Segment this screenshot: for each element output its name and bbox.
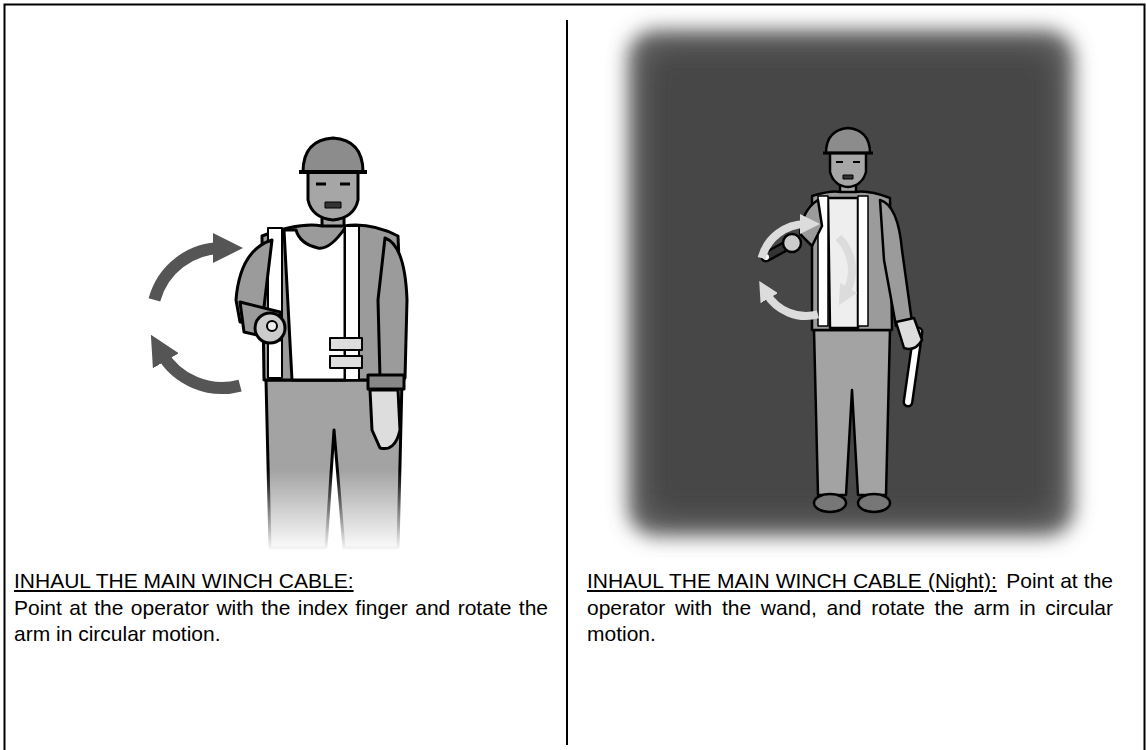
glove (896, 318, 922, 349)
shoe (814, 494, 846, 512)
arc-arrow (766, 293, 818, 316)
helmet-brim (823, 152, 873, 155)
arm (378, 238, 407, 378)
signal-caption: INHAUL THE MAIN WINCH CABLE: Point at the… (14, 568, 548, 652)
undershirt (828, 198, 858, 328)
glove (370, 390, 400, 449)
signal-heading: INHAUL THE MAIN WINCH CABLE (Night): (587, 569, 997, 592)
head (830, 152, 866, 187)
hand (783, 234, 801, 252)
vest-pocket (330, 356, 362, 368)
night-ground (628, 30, 1074, 536)
helmet (303, 138, 363, 172)
arm (880, 200, 912, 326)
vest-pocket (330, 338, 362, 350)
arc-arrow (154, 248, 222, 300)
fist (255, 313, 285, 343)
signal-person (236, 138, 407, 552)
arc-arrow (839, 238, 852, 294)
arc-arrow (762, 224, 806, 258)
signal-caption: INHAUL THE MAIN WINCH CABLE (Night):Poin… (587, 568, 1113, 652)
signal-person-night (763, 128, 922, 512)
eye (836, 161, 843, 163)
mouth (325, 202, 341, 208)
rotation-arrows (762, 224, 852, 316)
eye (340, 183, 350, 186)
column-divider (566, 20, 568, 745)
signal-description: Point at the operator with the index fin… (14, 595, 548, 648)
night-ground (650, 52, 1052, 514)
helmet-brim (299, 170, 367, 174)
head (308, 170, 358, 220)
eye (853, 161, 860, 163)
arc-arrow (161, 353, 240, 388)
helmet (826, 128, 870, 153)
fade (262, 470, 407, 552)
signal-heading: INHAUL THE MAIN WINCH CABLE: (14, 569, 354, 592)
watch-band (368, 375, 404, 389)
mouth (843, 175, 853, 179)
index-finger (267, 321, 277, 331)
shoe (858, 494, 890, 512)
table-frame (5, 5, 1145, 750)
trousers (814, 330, 890, 495)
vest-stripe (858, 196, 868, 326)
eye (316, 183, 326, 186)
